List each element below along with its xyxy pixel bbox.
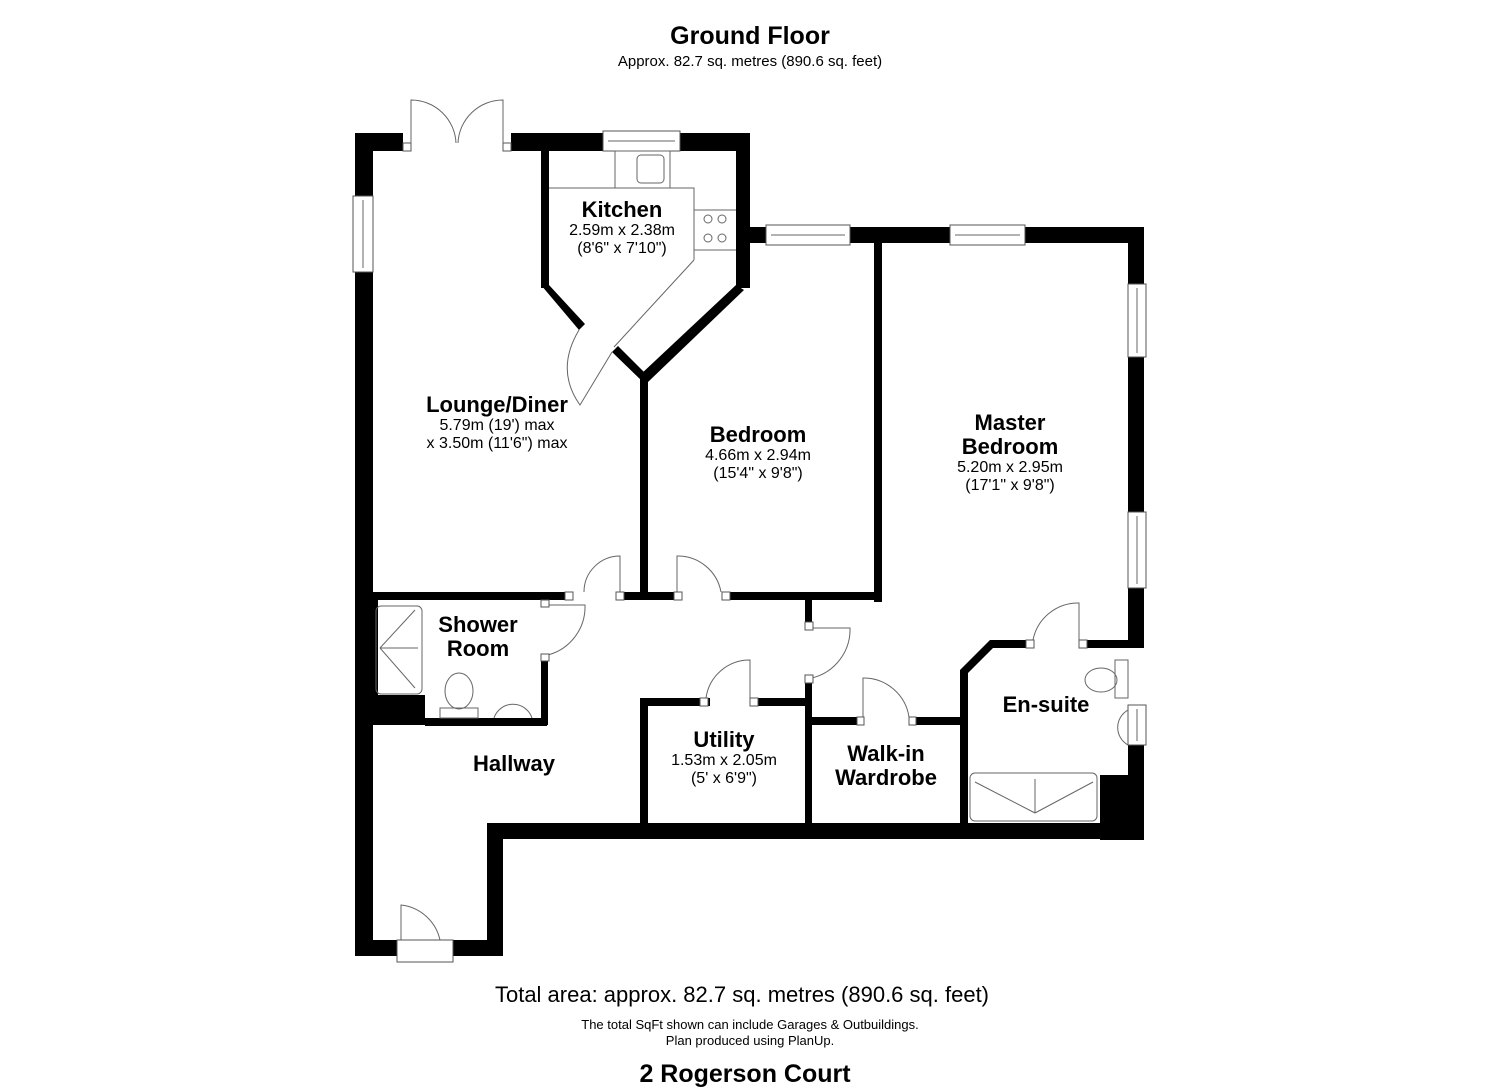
- toilet-icon: [444, 672, 474, 710]
- basin-icon: [493, 703, 533, 719]
- floor-area-subtitle: Approx. 82.7 sq. metres (890.6 sq. feet): [617, 53, 883, 70]
- wall-north-lounge-left: [355, 133, 403, 151]
- floor-title: Ground Floor: [670, 22, 830, 50]
- footer-note-line2: Plan produced using PlanUp.: [665, 1033, 835, 1048]
- room-walk-in-wardrobe: Walk-in Wardrobe: [835, 741, 937, 790]
- bath-icon: [969, 772, 1098, 822]
- room-kitchen: Kitchen 2.59m x 2.38m (8'6" x 7'10"): [569, 197, 675, 258]
- wall-kitchen-diag-right: [640, 285, 744, 382]
- wall-north-lounge-right: [511, 133, 603, 151]
- room-hallway: Hallway: [473, 751, 555, 776]
- footer-note-line1: The total SqFt shown can include Garages…: [581, 1017, 919, 1032]
- wall-north-kitchen-right: [680, 133, 750, 151]
- wall-kitchen-west: [541, 133, 549, 288]
- wall-kitchen-diag-left: [541, 285, 585, 330]
- room-utility: Utility 1.53m x 2.05m (5' x 6'9"): [671, 727, 777, 788]
- wall-west: [355, 133, 373, 955]
- total-area: Total area: approx. 82.7 sq. metres (890…: [494, 982, 990, 1007]
- ensuite-basin-icon: [1117, 709, 1129, 746]
- room-bedroom: Bedroom 4.66m x 2.94m (15'4" x 9'8"): [705, 422, 811, 483]
- sink-icon: [614, 150, 671, 189]
- room-en-suite: En-suite: [1002, 692, 1090, 717]
- room-shower-room: Shower Room: [438, 612, 518, 661]
- room-master-bedroom: Master Bedroom 5.20m x 2.95m (17'1" x 9'…: [957, 410, 1063, 495]
- room-lounge-diner: Lounge/Diner 5.79m (19') max x 3.50m (11…: [426, 392, 568, 453]
- ensuite-toilet-icon: [1084, 667, 1118, 693]
- wall-lounge-bedroom: [640, 376, 648, 600]
- french-doors-icon: [402, 99, 512, 152]
- wall-bedroom-master: [874, 227, 882, 602]
- footer-note: The total SqFt shown can include Garages…: [0, 1017, 1500, 1049]
- property-address: 2 Rogerson Court: [639, 1060, 851, 1088]
- hob-icon: [703, 214, 727, 243]
- shower-tray-icon: [375, 605, 423, 695]
